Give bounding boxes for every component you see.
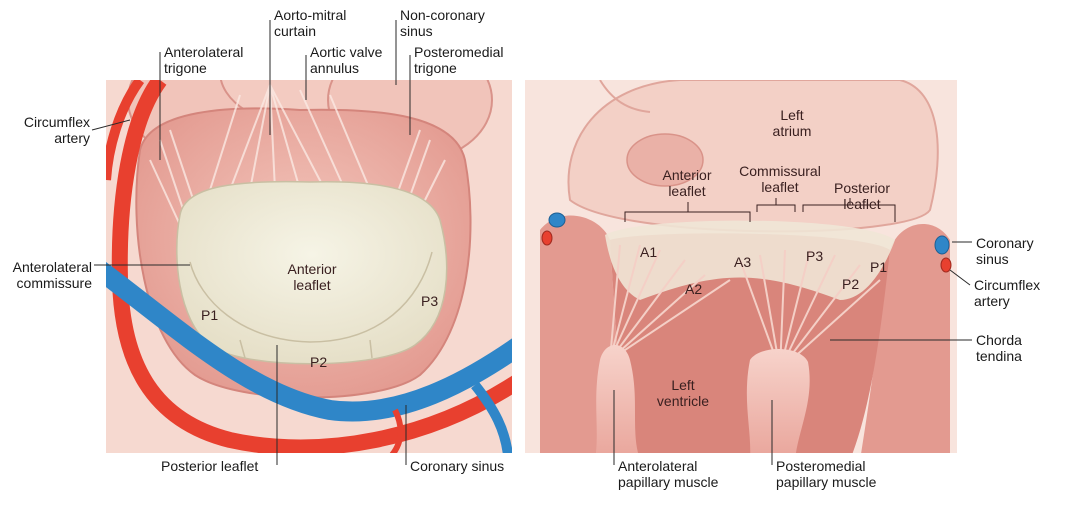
label-posteromedial-trigone: Posteromedial trigone [414, 44, 504, 76]
label-a2: A2 [685, 281, 703, 297]
circumflex-artery-branch [106, 80, 145, 181]
circumflex-artery-vessel [111, 80, 512, 453]
aorto-mitral-curtain-fibers [149, 84, 446, 226]
label-non-coronary-sinus: Non-coronary sinus [400, 7, 485, 39]
ventricle-wall-right [861, 224, 950, 453]
coronary-sinus-branch-2 [389, 408, 404, 453]
label-coronary-sinus-right: Coronary sinus [976, 235, 1034, 267]
right-coronary-sinus-dot [934, 235, 950, 255]
right-panel-valve-cross-section [525, 80, 957, 453]
left-panel-valve-top-view [106, 80, 512, 453]
coronary-sinus-branch [471, 381, 512, 453]
label-left-atrium: Left atrium [772, 107, 812, 139]
label-anterior-leaflet-right: Anterior leaflet [662, 167, 712, 199]
label-aortic-valve-annulus: Aortic valve annulus [310, 44, 383, 76]
label-anterior-leaflet-left: Anterior leaflet [287, 261, 337, 293]
right-circumflex-artery-dot [940, 257, 952, 273]
label-posterior-leaflet: Posterior leaflet [161, 458, 259, 474]
scallop-lines [239, 339, 373, 359]
posteromedial-papillary-muscle-shape [746, 349, 810, 453]
label-aorto-mitral-curtain: Aorto-mitral curtain [274, 7, 347, 39]
label-anterolateral-papillary-muscle: Anterolateral papillary muscle [618, 458, 719, 490]
label-commissural-leaflet: Commissural leaflet [739, 163, 821, 195]
label-p2-left: P2 [310, 354, 328, 370]
commissural-leaflet-bracket [756, 198, 796, 212]
anterior-leaflet-bracket [624, 202, 751, 222]
label-p3-left: P3 [421, 293, 439, 309]
label-a1: A1 [640, 244, 658, 260]
label-anterolateral-commissure: Anterolateral commissure [12, 259, 92, 291]
anterolateral-papillary-muscle-shape [595, 345, 639, 453]
coronary-sinus-vessel [106, 262, 512, 422]
label-posterior-leaflet-right: Posterior leaflet [833, 180, 891, 212]
coaptation-line [189, 251, 433, 343]
label-p1-right: P1 [870, 259, 888, 275]
label-a3: A3 [734, 254, 752, 270]
label-p3-right: P3 [806, 248, 824, 264]
leader-lines [91, 20, 972, 465]
posterior-leaflet-bracket [802, 198, 896, 222]
label-anterolateral-trigone: Anterolateral trigone [164, 44, 244, 76]
label-circumflex-artery-right: Circumflex artery [974, 277, 1041, 309]
label-p1-left: P1 [201, 307, 219, 323]
label-left-ventricle: Left ventricle [656, 377, 710, 409]
label-chorda-tendina: Chorda tendina [976, 332, 1022, 364]
atrial-appendage [626, 133, 704, 187]
left-circumflex-artery-dot [541, 230, 553, 246]
label-posteromedial-papillary-muscle: Posteromedial papillary muscle [776, 458, 877, 490]
pulmonary-vein-stub [599, 80, 651, 113]
left-coronary-sinus-dot [548, 212, 566, 228]
label-circumflex-artery-left: Circumflex artery [23, 114, 90, 146]
label-p2-right: P2 [842, 276, 860, 292]
label-coronary-sinus-left: Coronary sinus [410, 458, 505, 474]
